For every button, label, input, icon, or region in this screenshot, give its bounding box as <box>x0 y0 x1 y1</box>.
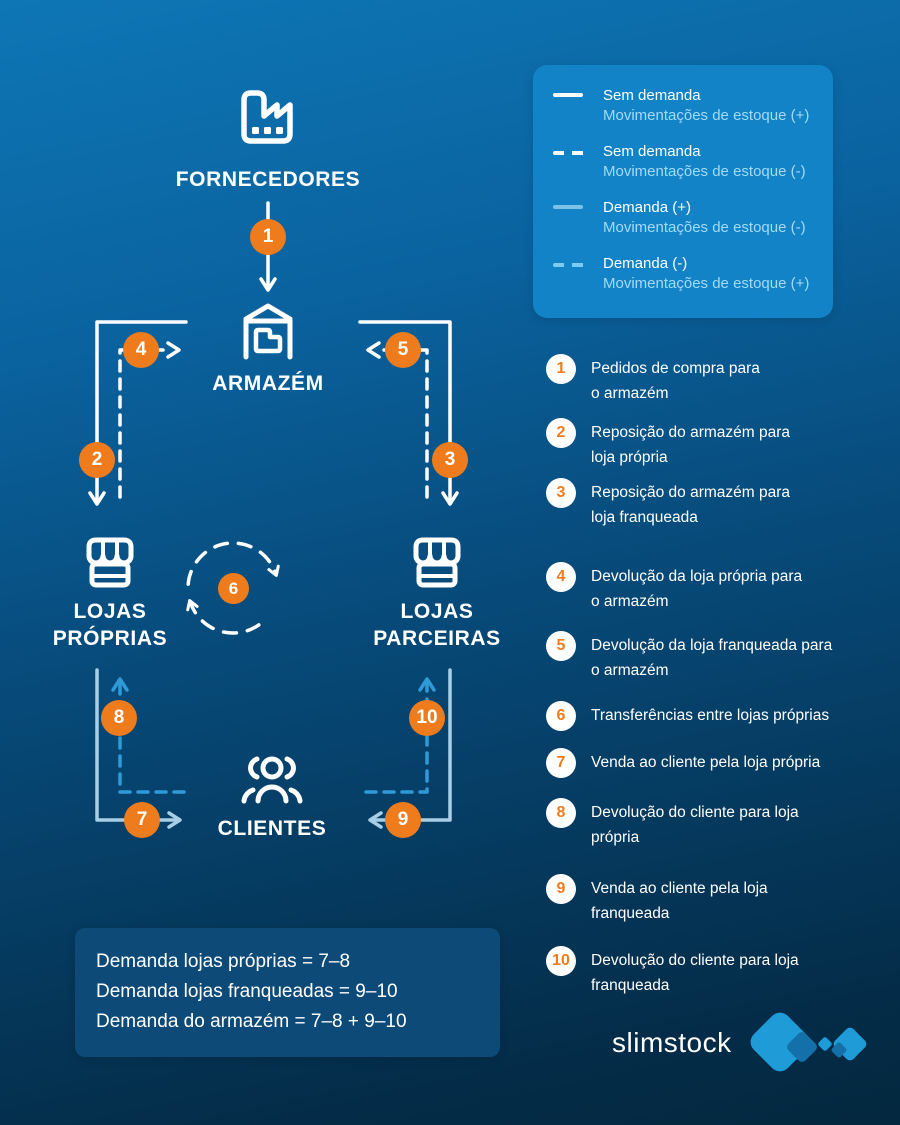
flow-badge-9: 9 <box>385 802 421 838</box>
customers-label: CLIENTES <box>217 817 327 840</box>
flow-line-3-arrowhead <box>441 491 459 506</box>
flow-list-item-3: 3 Reposição do armazém para loja franque… <box>546 477 881 530</box>
flow-line-1-arrowhead <box>259 277 277 292</box>
own-stores-label: LOJAS PRÓPRIAS <box>52 600 168 650</box>
flow-item-number: 6 <box>546 701 576 731</box>
flow-badge-10: 10 <box>409 700 445 736</box>
legend-row-dashed-white: Sem demanda Movimentações de estoque (-) <box>553 142 823 182</box>
flow-circle-6-bottom-arc <box>186 599 261 635</box>
flow-list-item-2: 2 Reposição do armazém para loja própria <box>546 417 881 470</box>
legend-label: Demanda (-) <box>603 255 688 272</box>
flow-item-number: 5 <box>546 631 576 661</box>
flow-badge-7: 7 <box>124 802 160 838</box>
flow-item-label: Reposição do armazém para loja franquead… <box>591 484 791 526</box>
flow-item-label: Devolução do cliente para loja própria <box>591 804 799 846</box>
supply-chain-diagram: FORNECEDORES ARMAZÉM LOJAS PRÓPRIAS LOJA… <box>52 90 501 840</box>
flow-line-10-arrowhead <box>418 677 436 692</box>
suppliers-label: FORNECEDORES <box>175 168 361 191</box>
legend-sublabel: Movimentações de estoque (+) <box>603 107 810 124</box>
logo-mark <box>750 1012 866 1072</box>
flow-badge-4: 4 <box>123 332 159 368</box>
flow-item-number: 2 <box>546 418 576 448</box>
summary-warehouse: Demanda do armazém = 7–8 + 9–10 <box>96 1011 407 1032</box>
flow-badge-8: 8 <box>101 700 137 736</box>
flow-list-item-9: 9 Venda ao cliente pela loja franqueada <box>546 873 881 926</box>
legend-swatch-dashed-white <box>553 151 590 155</box>
legend-sublabel: Movimentações de estoque (+) <box>603 275 810 292</box>
flow-item-label: Devolução do cliente para loja franquead… <box>591 952 799 994</box>
flow-item-label: Devolução da loja própria para o armazém <box>591 568 803 610</box>
flow-item-number: 10 <box>546 946 576 976</box>
flow-badge-6: 6 <box>218 573 249 604</box>
flow-line-5-arrowhead <box>366 341 381 359</box>
flow-item-number: 7 <box>546 748 576 778</box>
flow-item-label: Reposição do armazém para loja própria <box>591 424 791 466</box>
flow-item-number: 1 <box>546 354 576 384</box>
slimstock-logo: slimstock <box>612 1004 878 1082</box>
flow-item-number: 3 <box>546 478 576 508</box>
flow-item-number: 4 <box>546 562 576 592</box>
legend-swatch-dashed-lightblue <box>553 263 590 267</box>
partner-stores-label: LOJAS PARCEIRAS <box>373 600 501 650</box>
customers-icon <box>241 756 303 804</box>
flow-line-7 <box>95 668 178 822</box>
summary-own-stores: Demanda lojas próprias = 7–8 <box>96 951 351 972</box>
legend-row-dashed-lightblue: Demanda (-) Movimentações de estoque (+) <box>553 254 823 294</box>
flow-line-2-arrowhead <box>88 491 106 506</box>
flow-badge-3: 3 <box>432 442 468 478</box>
flow-line-10 <box>364 682 429 794</box>
flow-list-item-8: 8 Devolução do cliente para loja própria <box>546 797 881 850</box>
right-column: Sem demanda Movimentações de estoque (+)… <box>533 0 893 1125</box>
flow-line-8-arrowhead <box>111 677 129 692</box>
flow-list-item-1: 1 Pedidos de compra para o armazém <box>546 353 881 406</box>
legend-sublabel: Movimentações de estoque (-) <box>603 219 806 236</box>
flow-line-4-arrowhead <box>166 341 181 359</box>
flow-badge-1: 1 <box>250 219 286 255</box>
warehouse-label: ARMAZÉM <box>212 372 324 395</box>
flow-item-label: Venda ao cliente pela loja própria <box>591 754 821 771</box>
flow-item-number: 9 <box>546 874 576 904</box>
flow-line-4 <box>118 348 172 499</box>
flow-badge-5: 5 <box>385 332 421 368</box>
partner-store-icon <box>413 537 461 588</box>
flow-line-3 <box>358 320 452 502</box>
flow-circle-6-top-arc <box>186 541 280 586</box>
flow-line-9-arrowhead <box>368 811 383 829</box>
flow-item-label: Devolução da loja franqueada para o arma… <box>591 637 833 679</box>
flow-line-5 <box>375 348 429 499</box>
demand-summary-card: Demanda lojas próprias = 7–8 Demanda loj… <box>75 928 500 1057</box>
flow-item-label: Pedidos de compra para o armazém <box>591 360 760 402</box>
flow-line-8 <box>118 682 186 794</box>
legend-row-solid-white: Sem demanda Movimentações de estoque (+) <box>553 86 823 126</box>
legend-swatch-solid-lightblue <box>553 205 583 209</box>
flow-badge-2: 2 <box>79 442 115 478</box>
flow-line-9 <box>372 668 452 822</box>
warehouse-icon <box>243 303 293 360</box>
legend-label: Demanda (+) <box>603 199 691 216</box>
legend-row-solid-lightblue: Demanda (+) Movimentações de estoque (-) <box>553 198 823 238</box>
flow-item-label: Transferências entre lojas próprias <box>591 707 830 724</box>
flow-line-2 <box>95 320 188 502</box>
factory-icon <box>241 90 293 144</box>
logo-text: slimstock <box>612 1027 732 1058</box>
flow-list-item-4: 4 Devolução da loja própria para o armaz… <box>546 561 881 614</box>
summary-franchised-stores: Demanda lojas franqueadas = 9–10 <box>96 981 398 1002</box>
legend-card: Sem demanda Movimentações de estoque (+)… <box>533 65 833 318</box>
legend-sublabel: Movimentações de estoque (-) <box>603 163 806 180</box>
flow-item-number: 8 <box>546 798 576 828</box>
flow-list-item-6: 6 Transferências entre lojas próprias <box>546 700 881 731</box>
flow-list-item-7: 7 Venda ao cliente pela loja própria <box>546 747 881 778</box>
legend-label: Sem demanda <box>603 143 701 160</box>
own-store-icon <box>86 537 134 588</box>
flow-item-label: Venda ao cliente pela loja franqueada <box>591 880 768 922</box>
legend-swatch-solid-white <box>553 93 583 97</box>
flow-list-item-5: 5 Devolução da loja franqueada para o ar… <box>546 630 881 683</box>
legend-label: Sem demanda <box>603 87 701 104</box>
flow-line-7-arrowhead <box>167 811 182 829</box>
flow-list-item-10: 10 Devolução do cliente para loja franqu… <box>546 945 881 998</box>
